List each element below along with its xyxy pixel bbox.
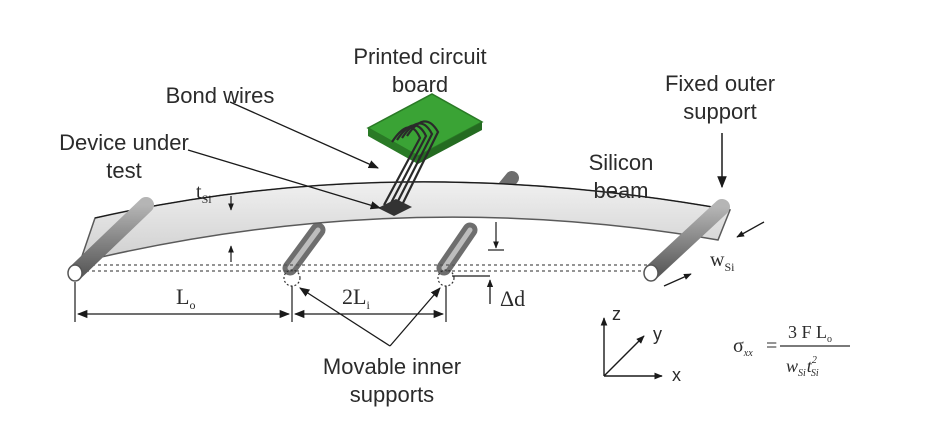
formula-sigma-sub: xx xyxy=(743,348,753,359)
l0-label: Lo xyxy=(176,284,195,312)
formula-den-w: w xyxy=(786,356,798,376)
device-label-line1: Device under xyxy=(59,130,189,155)
t-si-sub: Si xyxy=(202,192,213,206)
formula-num-sub: o xyxy=(827,334,832,345)
t-si-main: t xyxy=(196,181,202,203)
formula-sigma: σ xyxy=(733,335,744,357)
formula-equals: = xyxy=(766,335,777,357)
formula-den-t-sub: Si xyxy=(811,368,819,379)
bond-wires-leader xyxy=(229,101,379,169)
inner-support-right xyxy=(436,222,478,276)
delta-d-label: Δd xyxy=(500,286,525,311)
l0-main: L xyxy=(176,284,189,309)
2li-main: 2L xyxy=(342,284,366,309)
movable-leader-left xyxy=(299,287,391,347)
formula-numerator: 3 F Lo xyxy=(788,322,832,345)
fixed-support-label-line2: support xyxy=(683,99,756,124)
formula-den-t-sup: 2 xyxy=(812,355,817,366)
formula-den-t: t xyxy=(807,356,813,376)
2li-sub: i xyxy=(366,298,370,312)
inner-support-left xyxy=(282,222,326,276)
formula-lhs: σxx xyxy=(733,335,753,359)
movable-supports-label-line1: Movable inner xyxy=(323,354,461,379)
silicon-beam-label-line2: beam xyxy=(593,178,648,203)
device-label-line2: test xyxy=(106,158,141,183)
beam-top-edge xyxy=(94,181,731,219)
t-si-label: tSi xyxy=(196,181,212,206)
bond-wires xyxy=(383,120,440,206)
formula-num-main: 3 F L xyxy=(788,322,827,342)
w-si-sub: Si xyxy=(724,260,735,274)
w-si-main: w xyxy=(710,249,725,271)
axis-y-label: y xyxy=(653,324,662,344)
pcb-label-line2: board xyxy=(392,72,448,97)
w-si-arrow-top xyxy=(736,221,765,238)
outer-support-right xyxy=(643,199,730,282)
2li-label: 2Li xyxy=(342,284,370,312)
fixed-support-label-line1: Fixed outer xyxy=(665,71,775,96)
silicon-beam-label-line1: Silicon xyxy=(589,150,654,175)
reference-plane xyxy=(80,264,655,272)
axis-x-label: x xyxy=(672,365,681,385)
axis-z-label: z xyxy=(612,304,621,324)
w-si-arrow-bottom xyxy=(663,273,692,287)
movable-supports-label-line2: supports xyxy=(350,382,434,407)
coordinate-axes xyxy=(600,317,663,380)
device-under-test xyxy=(378,199,412,216)
outer-support-left xyxy=(67,197,154,282)
pcb-label-line1: Printed circuit xyxy=(353,44,486,69)
bond-wires-label: Bond wires xyxy=(166,83,275,108)
formula-den-w-sub: Si xyxy=(798,368,806,379)
printed-circuit-board xyxy=(366,93,484,164)
device-leader xyxy=(187,149,381,210)
w-si-label: wSi xyxy=(710,249,735,274)
movable-leader-right xyxy=(389,287,441,347)
l0-sub: o xyxy=(189,298,195,312)
